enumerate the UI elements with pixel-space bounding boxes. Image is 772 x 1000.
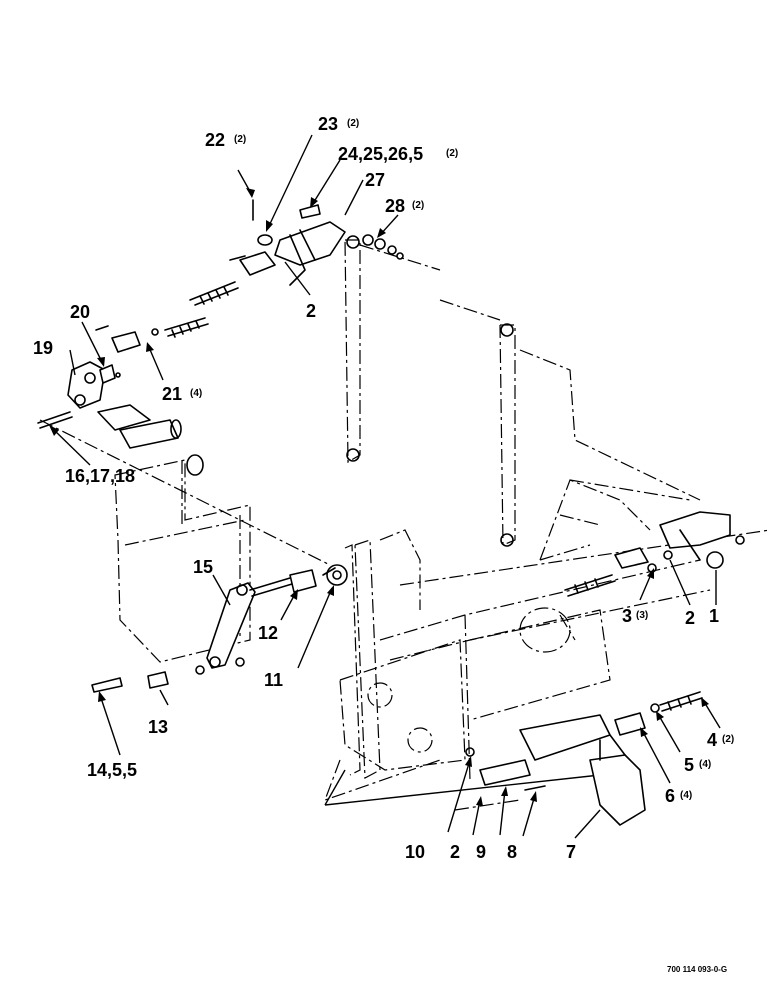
callout-23-qty: (2): [347, 118, 359, 129]
callout-19: 19: [33, 338, 53, 358]
callout-9: 9: [476, 842, 486, 862]
callout-labels: 22 (2) 23 (2) 24,25,26,5 (2) 27 28 (2) 2…: [33, 114, 734, 862]
callout-28-qty: (2): [412, 200, 424, 211]
callout-22: 22: [205, 130, 225, 150]
callout-5-qty: (4): [699, 759, 711, 770]
upper-links: [344, 235, 516, 547]
callout-2-right: 2: [685, 608, 695, 628]
right-bracket-assembly: [465, 511, 745, 826]
callout-27: 27: [365, 170, 385, 190]
callout-4: 4: [707, 730, 717, 750]
callout-6-qty: (4): [680, 790, 692, 801]
callout-20: 20: [70, 302, 90, 322]
callout-22-qty: (2): [234, 134, 246, 145]
leader-arrows: [49, 134, 721, 839]
callout-24-qty: (2): [446, 148, 458, 159]
callout-7: 7: [566, 842, 576, 862]
callout-1: 1: [709, 606, 719, 626]
callout-3-qty: (3): [636, 610, 648, 621]
callout-23: 23: [318, 114, 338, 134]
callout-4-qty: (2): [722, 734, 734, 745]
callout-8: 8: [507, 842, 517, 862]
callout-2-top: 2: [306, 301, 316, 321]
callout-21: 21: [162, 384, 182, 404]
callout-24-25-26-5: 24,25,26,5: [338, 144, 423, 164]
callout-14-5-5: 14,5,5: [87, 760, 137, 780]
handle-assembly: [91, 564, 348, 693]
callout-12: 12: [258, 623, 278, 643]
main-frame: [39, 349, 771, 811]
callout-13: 13: [148, 717, 168, 737]
callout-2-bottom: 2: [450, 842, 460, 862]
document-number: 700 114 093-0-G: [667, 965, 727, 974]
callout-11: 11: [264, 670, 283, 690]
callout-15: 15: [193, 557, 213, 577]
callout-5: 5: [684, 755, 694, 775]
callout-16-17-18: 16,17,18: [65, 466, 135, 486]
callout-3: 3: [622, 606, 632, 626]
callout-28: 28: [385, 196, 405, 216]
callout-10: 10: [405, 842, 425, 862]
callout-21-qty: (4): [190, 388, 202, 399]
top-bracket-assembly: [189, 199, 404, 306]
left-crank-assembly: [37, 317, 209, 449]
callout-6: 6: [665, 786, 675, 806]
